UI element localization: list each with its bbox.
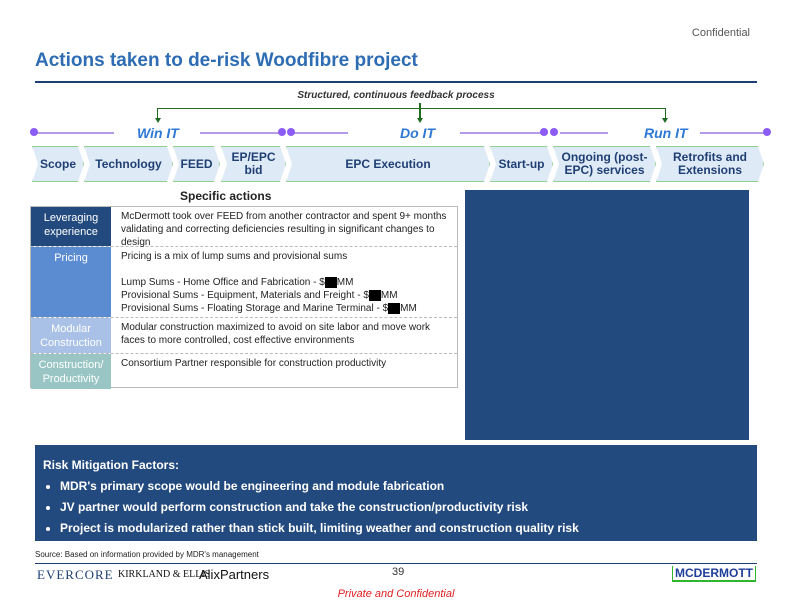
unit: MM [336,277,354,288]
specific-actions-heading: Specific actions [180,189,272,203]
actions-table: Leveraging experience McDermott took ove… [30,206,458,389]
risk-title: Risk Mitigation Factors: [43,458,180,472]
unit: MM [400,303,417,314]
row-text: Modular construction maximized to avoid … [121,322,431,346]
row-text: McDermott took over FEED from another co… [121,211,447,248]
page-number: 39 [392,566,405,578]
mcdermott-logo: MCDERMOTT [672,566,756,582]
step-scope: Scope [32,146,84,182]
arrow-down-icon [662,118,668,123]
redaction [324,276,337,288]
risk-item: JV partner would perform construction an… [60,500,757,514]
phase-do-it: Do IT [400,125,435,141]
step-retrofits: Retrofits and Extensions [656,146,764,182]
pricing-line: Provisional Sums - Floating Storage and … [121,303,389,314]
evercore-logo: EVERCORE [37,567,114,582]
risk-item: Project is modularized rather than stick… [60,521,757,535]
redacted-panel [465,190,749,440]
step-technology: Technology [84,146,173,182]
kirkland-logo: KIRKLAND & ELLIS [118,569,211,580]
row-label: Pricing [31,247,111,317]
step-feed: FEED [173,146,220,182]
row-text: Consortium Partner responsible for const… [121,358,387,369]
step-ep-epc-bid: EP/EPC bid [221,146,286,182]
arrow-down-icon [155,118,161,123]
phase-dot [540,128,548,136]
table-row: Construction/ Productivity Consortium Pa… [31,354,457,389]
table-row: Leveraging experience McDermott took ove… [31,207,457,248]
arrow-down-icon [417,118,423,123]
confidential-label: Confidential [691,27,750,39]
row-label: Leveraging experience [31,207,111,246]
step-ongoing-services: Ongoing (post-EPC) services [553,146,656,182]
row-label: Modular Construction [31,318,111,353]
feedback-stem [419,103,421,120]
unit: MM [380,290,398,301]
phase-dot [287,128,295,136]
step-epc-execution: EPC Execution [286,146,490,182]
private-confidential: Private and Confidential [337,588,455,600]
footer-rule [35,563,757,564]
alixpartners-logo: AlixPartners [199,567,270,582]
phase-dot [30,128,38,136]
phase-win-it: Win IT [137,125,179,141]
page-title: Actions taken to de-risk Woodfibre proje… [35,50,418,71]
step-start-up: Start-up [490,146,553,182]
phase-dot [763,128,771,136]
title-rule [35,81,757,83]
row-label: Construction/ Productivity [31,354,111,389]
redaction [388,302,401,314]
phase-dot [278,128,286,136]
phase-dot [550,128,558,136]
risk-mitigation-box: Risk Mitigation Factors: MDR's primary s… [35,445,757,541]
process-caption: Structured, continuous feedback process [297,90,495,101]
redaction [368,289,381,301]
risk-item: MDR's primary scope would be engineering… [60,479,757,493]
row-text: Pricing is a mix of lump sums and provis… [121,251,348,262]
table-row: Modular Construction Modular constructio… [31,318,457,354]
source-note: Source: Based on information provided by… [35,550,259,559]
phase-run-it: Run IT [644,125,688,141]
feedback-bracket [157,108,666,119]
pricing-line: Provisional Sums - Equipment, Materials … [121,290,369,301]
pricing-line: Lump Sums - Home Office and Fabrication … [121,277,325,288]
table-row: Pricing Pricing is a mix of lump sums an… [31,247,457,318]
